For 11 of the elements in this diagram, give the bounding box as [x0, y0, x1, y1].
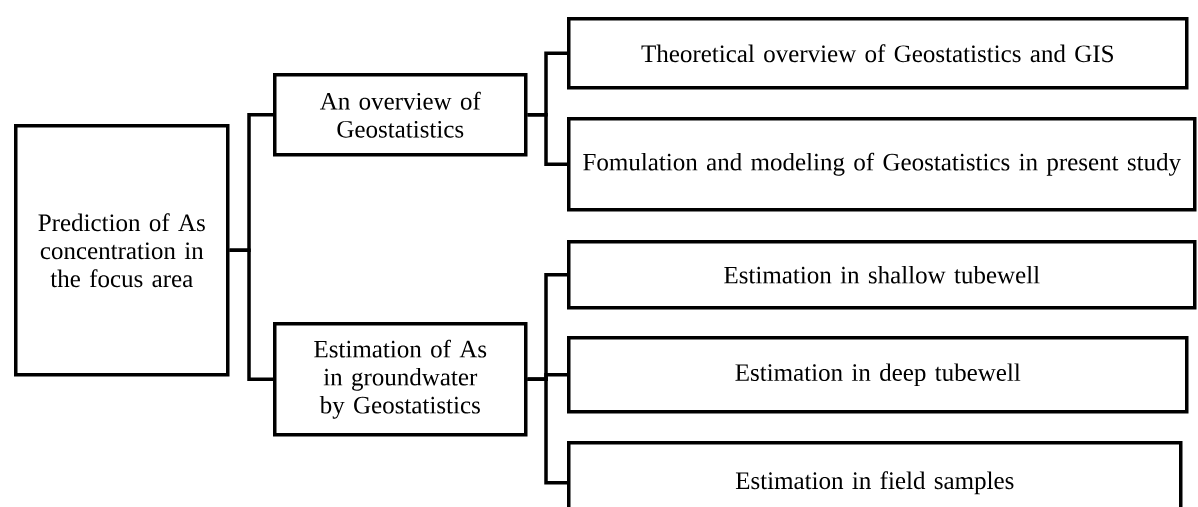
connector — [527, 113, 567, 166]
text-box: Prediction of As concentration in the focus area — [14, 124, 230, 377]
text-box: Estimation in shallow tubewell — [567, 240, 1197, 310]
text-box: Estimation of As in groundwater by Geostatistics — [273, 322, 528, 437]
text-box: Theoretical overview of Geostatistics and GIS — [567, 17, 1189, 90]
connector — [527, 377, 567, 485]
text-box: An overview of Geostatistics — [273, 73, 528, 157]
text-box: Estimation in field samples — [567, 441, 1183, 507]
connector — [229, 248, 273, 381]
text-box: Fomulation and modeling of Geostatistics in present study — [567, 117, 1197, 212]
text-box: Estimation in deep tubewell — [567, 336, 1189, 414]
